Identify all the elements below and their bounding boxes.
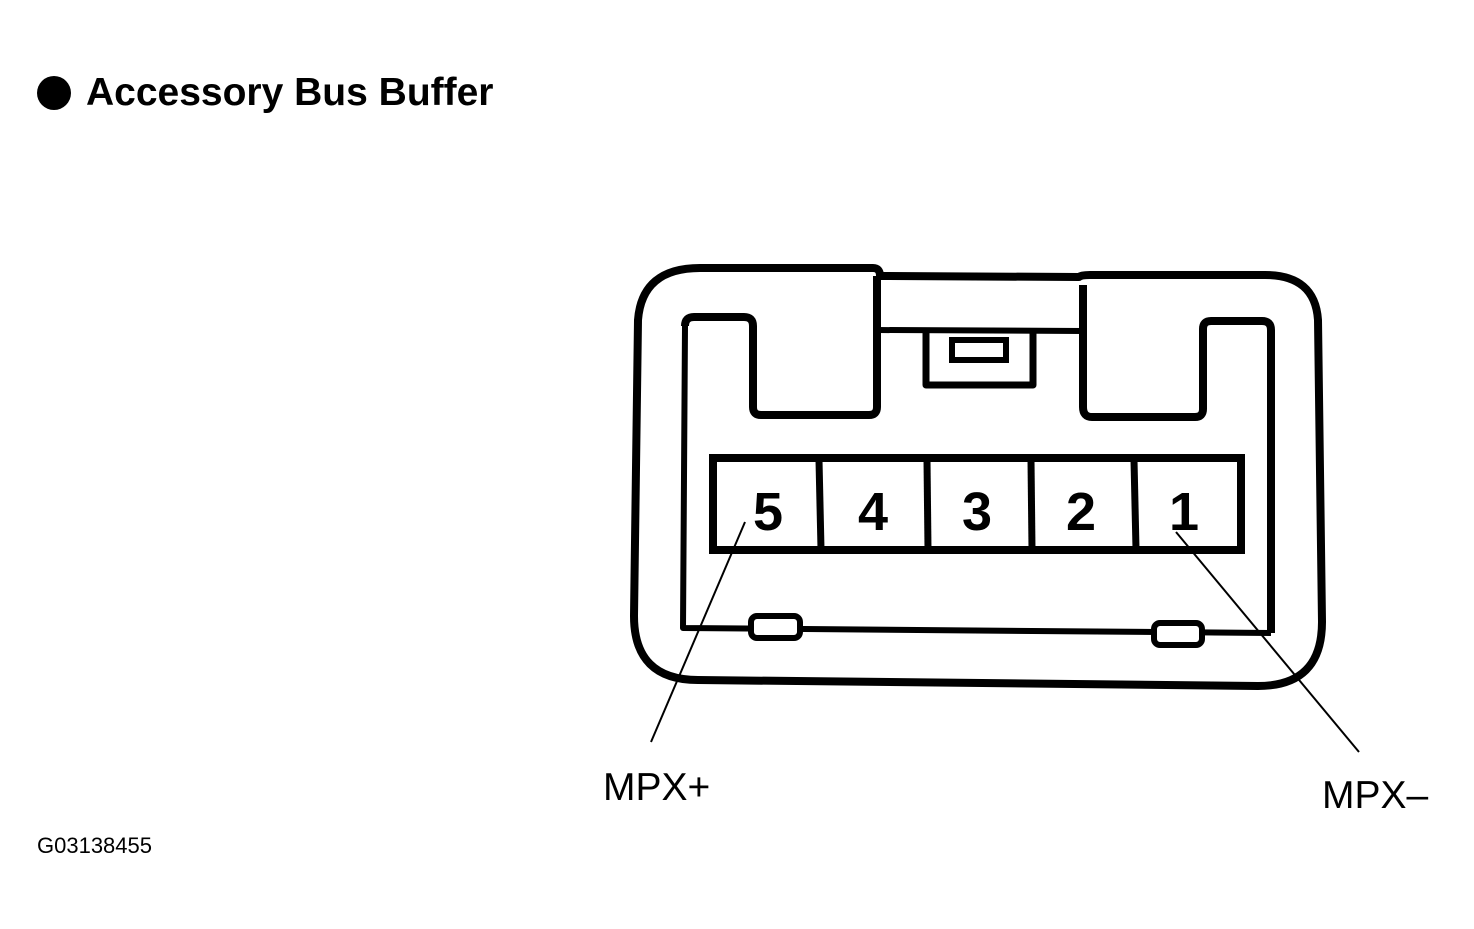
- connector-housing-inner: [1079, 285, 1275, 633]
- terminal-divider: [1027, 459, 1036, 550]
- terminal-block: [709, 454, 1245, 554]
- leader-line-left: [650, 521, 746, 743]
- connector-housing-inner: [681, 276, 881, 419]
- pin-number: 4: [858, 482, 888, 542]
- pin-number: 5: [753, 482, 783, 542]
- terminal-divider: [1130, 459, 1140, 550]
- pin-number: 1: [1169, 482, 1199, 542]
- callout-mpx-plus: MPX+: [603, 766, 711, 809]
- connector-bottom-key: [1151, 620, 1205, 648]
- pin-number: 2: [1066, 482, 1096, 542]
- figure-header: Accessory Bus Buffer: [37, 68, 493, 118]
- connector-lock-tab: [922, 332, 1037, 389]
- connector-housing-outer: [630, 264, 1326, 690]
- connector-bottom-key: [748, 613, 803, 641]
- callout-mpx-minus: MPX–: [1322, 774, 1429, 817]
- figure-title: Accessory Bus Buffer: [86, 71, 494, 114]
- leader-line-right: [1175, 531, 1360, 753]
- connector-housing-inner: [680, 325, 1272, 636]
- bullet-icon: [37, 76, 71, 110]
- connector-lock-slot: [949, 337, 1009, 363]
- terminal-divider: [923, 459, 932, 550]
- terminal-divider: [815, 459, 825, 550]
- pin-number: 3: [962, 482, 992, 542]
- connector-top-bridge: [876, 327, 1084, 334]
- figure-code: G03138455: [37, 833, 152, 858]
